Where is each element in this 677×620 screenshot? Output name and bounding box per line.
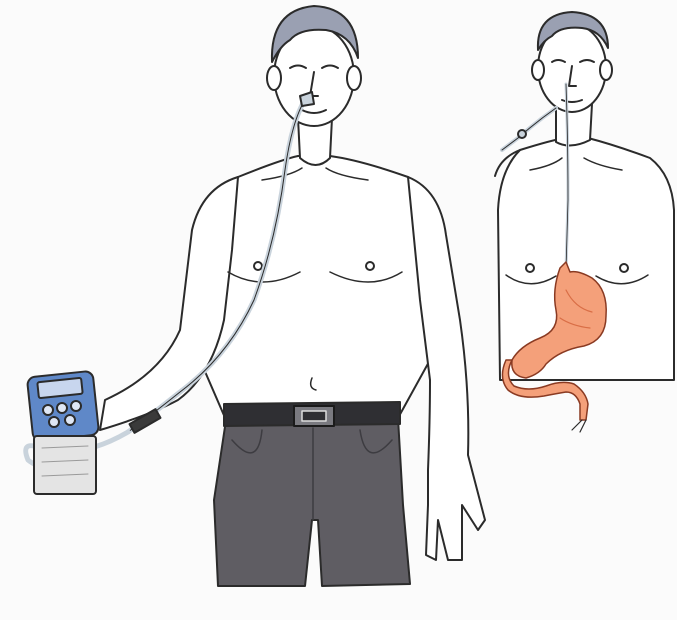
inset-left-ear bbox=[532, 60, 544, 80]
inset-left-nipple bbox=[526, 264, 534, 272]
pump-button-2 bbox=[57, 403, 67, 413]
left-nipple bbox=[254, 262, 262, 270]
left-ear bbox=[267, 66, 281, 90]
pump-button-4 bbox=[49, 417, 59, 427]
pump-button-5 bbox=[65, 415, 75, 425]
inset-right-ear bbox=[600, 60, 612, 80]
pump-bag bbox=[34, 436, 96, 494]
belt-buckle-inner bbox=[302, 411, 326, 421]
feeding-pump-icon bbox=[27, 371, 99, 494]
pump-screen bbox=[37, 378, 82, 399]
inset-right-nipple bbox=[620, 264, 628, 272]
pump-button-1 bbox=[43, 405, 53, 415]
right-nipple bbox=[366, 262, 374, 270]
right-ear bbox=[347, 66, 361, 90]
pump-button-3 bbox=[71, 401, 81, 411]
inset-tube-port bbox=[518, 130, 526, 138]
